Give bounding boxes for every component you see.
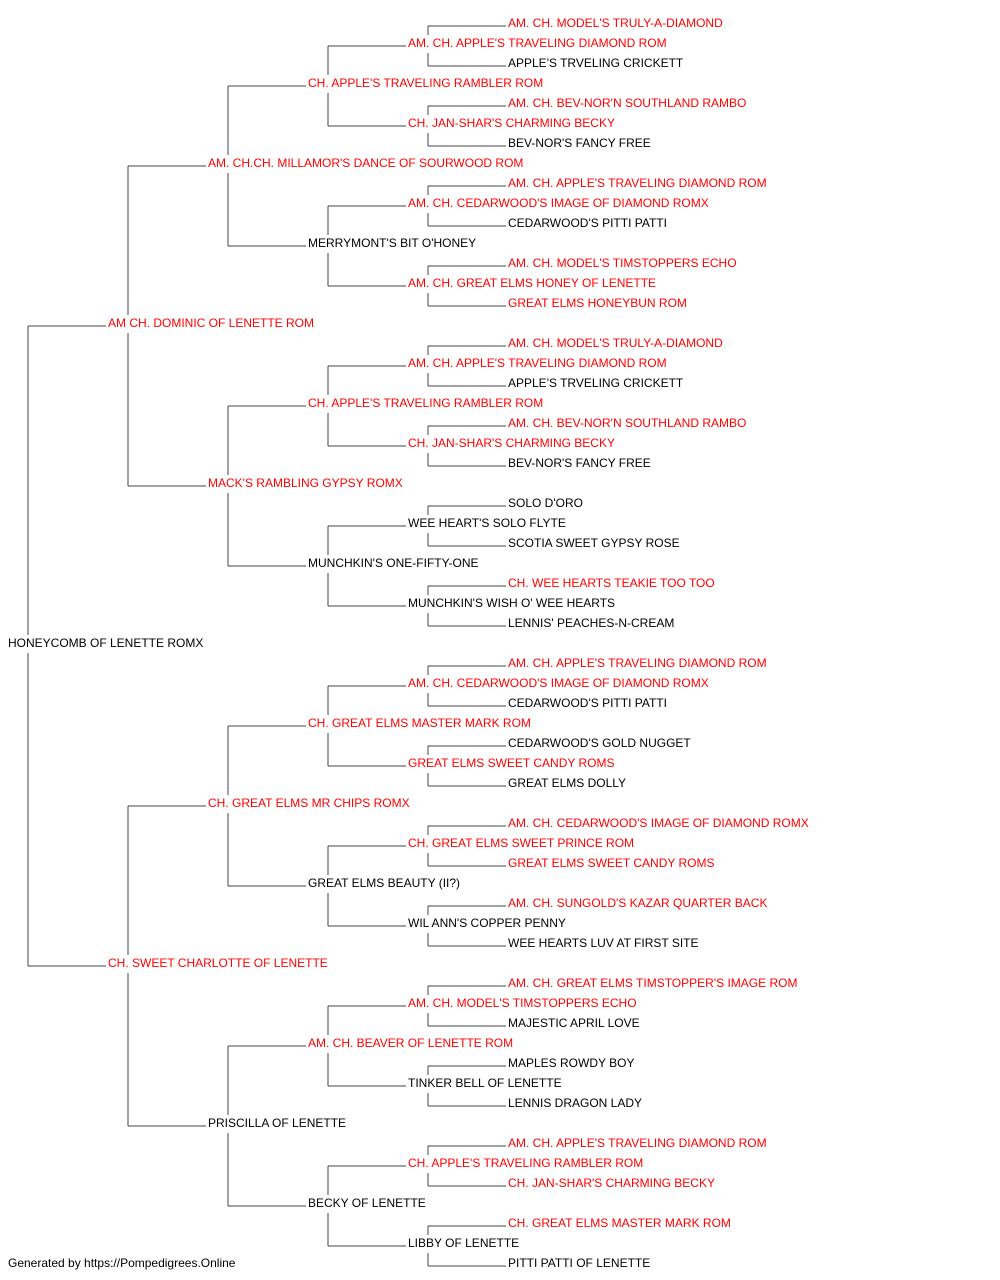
dog-name: AM. CH. APPLE'S TRAVELING DIAMOND ROM	[508, 656, 767, 670]
dog-name: AM. CH. CEDARWOOD'S IMAGE OF DIAMOND ROM…	[408, 196, 709, 210]
dog-name: CH. GREAT ELMS MASTER MARK ROM	[508, 1216, 731, 1230]
dog-name: CH. APPLE'S TRAVELING RAMBLER ROM	[308, 396, 543, 410]
dog-name: LENNIS' PEACHES-N-CREAM	[508, 616, 674, 630]
dog-name: AM. CH. BEV-NOR'N SOUTHLAND RAMBO	[508, 416, 746, 430]
dog-name: CH. GREAT ELMS MASTER MARK ROM	[308, 716, 531, 730]
dog-name: PITTI PATTI OF LENETTE	[508, 1256, 650, 1270]
dog-name: CH. JAN-SHAR'S CHARMING BECKY	[408, 436, 615, 450]
dog-name: AM. CH. MODEL'S TRULY-A-DIAMOND	[508, 16, 723, 30]
dog-name: AM. CH. CEDARWOOD'S IMAGE OF DIAMOND ROM…	[508, 816, 809, 830]
dog-name: AM. CH. BEV-NOR'N SOUTHLAND RAMBO	[508, 96, 746, 110]
dog-name: AM. CH. APPLE'S TRAVELING DIAMOND ROM	[408, 356, 667, 370]
dog-name: MAPLES ROWDY BOY	[508, 1056, 634, 1070]
dog-name: CEDARWOOD'S PITTI PATTI	[508, 696, 667, 710]
dog-name: AM. CH. SUNGOLD'S KAZAR QUARTER BACK	[508, 896, 767, 910]
dog-name: CH. SWEET CHARLOTTE OF LENETTE	[108, 956, 328, 970]
dog-name: GREAT ELMS HONEYBUN ROM	[508, 296, 687, 310]
connector-lines	[27, 25, 506, 1267]
dog-name: WEE HEART'S SOLO FLYTE	[408, 516, 566, 530]
dog-name: APPLE'S TRVELING CRICKETT	[508, 56, 684, 70]
dog-name: HONEYCOMB OF LENETTE ROMX	[8, 636, 203, 650]
dog-name: TINKER BELL OF LENETTE	[408, 1076, 562, 1090]
dog-name: AM. CH. MODEL'S TRULY-A-DIAMOND	[508, 336, 723, 350]
dog-name: AM. CH. CEDARWOOD'S IMAGE OF DIAMOND ROM…	[408, 676, 709, 690]
dog-name: GREAT ELMS SWEET CANDY ROMS	[408, 756, 614, 770]
dog-name: AM. CH. BEAVER OF LENETTE ROM	[308, 1036, 513, 1050]
dog-name: APPLE'S TRVELING CRICKETT	[508, 376, 684, 390]
dog-name: LIBBY OF LENETTE	[408, 1236, 519, 1250]
dog-name: CH. JAN-SHAR'S CHARMING BECKY	[408, 116, 615, 130]
dog-name: WEE HEARTS LUV AT FIRST SITE	[508, 936, 699, 950]
dog-name: AM CH. DOMINIC OF LENETTE ROM	[108, 316, 314, 330]
dog-name: AM. CH. MODEL'S TIMSTOPPERS ECHO	[408, 996, 637, 1010]
dog-name: BEV-NOR'S FANCY FREE	[508, 456, 651, 470]
dog-name: SCOTIA SWEET GYPSY ROSE	[508, 536, 680, 550]
dog-names: HONEYCOMB OF LENETTE ROMX AM CH. DOMINIC …	[8, 16, 809, 1270]
dog-name: AM. CH. APPLE'S TRAVELING DIAMOND ROM	[508, 176, 767, 190]
dog-name: CH. JAN-SHAR'S CHARMING BECKY	[508, 1176, 715, 1190]
dog-name: CEDARWOOD'S PITTI PATTI	[508, 216, 667, 230]
dog-name: MERRYMONT'S BIT O'HONEY	[308, 236, 476, 250]
dog-name: PRISCILLA OF LENETTE	[208, 1116, 346, 1130]
dog-name: AM. CH. GREAT ELMS TIMSTOPPER'S IMAGE RO…	[508, 976, 797, 990]
dog-name: AM. CH. APPLE'S TRAVELING DIAMOND ROM	[508, 1136, 767, 1150]
dog-name: AM. CH. MODEL'S TIMSTOPPERS ECHO	[508, 256, 737, 270]
dog-name: CH. GREAT ELMS MR CHIPS ROMX	[208, 796, 410, 810]
dog-name: MACK'S RAMBLING GYPSY ROMX	[208, 476, 403, 490]
dog-name: GREAT ELMS SWEET CANDY ROMS	[508, 856, 714, 870]
generated-by-footer: Generated by https://Pompedigrees.Online	[8, 1256, 236, 1270]
dog-name: MUNCHKIN'S ONE-FIFTY-ONE	[308, 556, 479, 570]
dog-name: WIL ANN'S COPPER PENNY	[408, 916, 566, 930]
dog-name: LENNIS DRAGON LADY	[508, 1096, 642, 1110]
dog-name: GREAT ELMS DOLLY	[508, 776, 626, 790]
dog-name: SOLO D'ORO	[508, 496, 583, 510]
dog-name: BEV-NOR'S FANCY FREE	[508, 136, 651, 150]
dog-name: AM. CH. GREAT ELMS HONEY OF LENETTE	[408, 276, 656, 290]
dog-name: MAJESTIC APRIL LOVE	[508, 1016, 640, 1030]
dog-name: BECKY OF LENETTE	[308, 1196, 426, 1210]
dog-name: CH. GREAT ELMS SWEET PRINCE ROM	[408, 836, 634, 850]
dog-name: CEDARWOOD'S GOLD NUGGET	[508, 736, 691, 750]
dog-name: CH. WEE HEARTS TEAKIE TOO TOO	[508, 576, 715, 590]
dog-name: AM. CH. APPLE'S TRAVELING DIAMOND ROM	[408, 36, 667, 50]
dog-name: AM. CH.CH. MILLAMOR'S DANCE OF SOURWOOD …	[208, 156, 523, 170]
dog-name: CH. APPLE'S TRAVELING RAMBLER ROM	[408, 1156, 643, 1170]
dog-name: GREAT ELMS BEAUTY (II?)	[308, 876, 460, 890]
dog-name: CH. APPLE'S TRAVELING RAMBLER ROM	[308, 76, 543, 90]
dog-name: MUNCHKIN'S WISH O' WEE HEARTS	[408, 596, 615, 610]
